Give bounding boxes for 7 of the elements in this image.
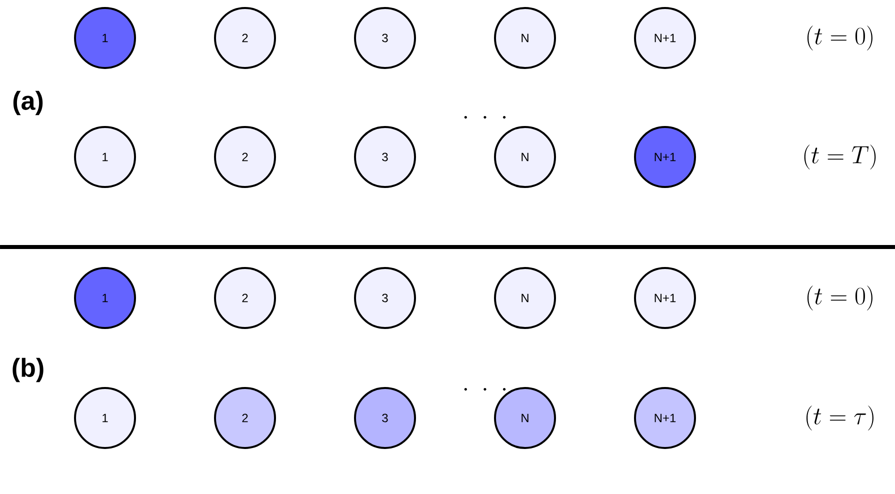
time-label: $(t = \tau)$ bbox=[806, 406, 874, 430]
ellipsis: $\cdot\;\cdot\;\cdot$ bbox=[464, 116, 506, 119]
panel-label: (a) bbox=[13, 90, 43, 116]
time-label: $(t = T)$ bbox=[804, 144, 876, 170]
panel-label: (b) bbox=[12, 358, 44, 382]
time-label: $(t = 0)$ bbox=[807, 286, 872, 310]
time-label: $(t = 0)$ bbox=[807, 26, 872, 50]
